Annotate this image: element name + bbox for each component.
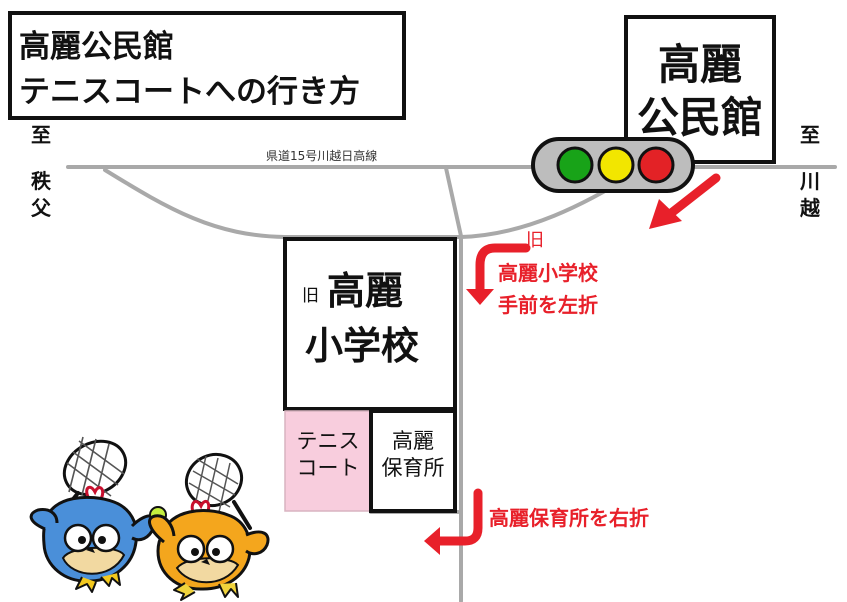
blue-mascot-racket-strings (66, 436, 125, 501)
diagonal-arrow-shaft (665, 173, 721, 219)
west-place-label-1: 秩 (31, 169, 52, 193)
nursery-line-2: 保育所 (382, 456, 445, 480)
tennis-court-area (284, 410, 372, 512)
orange-mascot-right-wing (245, 530, 270, 556)
east-place-label-2: 越 (799, 196, 821, 220)
right-turn-text: 高麗保育所を右折 (489, 506, 649, 530)
community-center-line-1: 高麗 (658, 40, 742, 89)
left-turn-arrow (466, 243, 531, 305)
orange-mascot-left-pupil (191, 548, 199, 556)
left-turn-line-2: 手前を左折 (498, 293, 598, 317)
orange-mascot-left-wing (148, 514, 176, 544)
tennis-court-line-1: テニス (297, 429, 360, 453)
nursery-box (369, 409, 457, 513)
diagonal-connector-road (444, 166, 463, 238)
right-turn-arrow-head (424, 527, 440, 555)
blue-mascot-right-eye (91, 523, 121, 553)
green-signal-light (556, 146, 594, 184)
west-to-label: 至 (31, 123, 51, 147)
title-box (8, 11, 406, 120)
orange-mascot-racket-handle (232, 500, 252, 530)
traffic-signal (531, 137, 695, 193)
blue-tennis-mascot (29, 436, 157, 593)
community-center-line-2: 公民館 (637, 93, 763, 142)
route-arrows (424, 173, 721, 555)
tennis-court-line-2: コート (297, 456, 360, 480)
school-line-1: 高麗 (327, 269, 403, 313)
destination-labels: 至 秩 父 至 川 越 (30, 123, 821, 220)
former-school-building: 旧 高麗 小学校 (283, 237, 457, 411)
diagonal-arrow (649, 173, 721, 229)
main-road-label: 県道15号川越日高線 (266, 148, 377, 163)
left-turn-prefix: 旧 (526, 230, 544, 251)
right-turn-arrow-shaft (435, 488, 483, 546)
orange-mascot-beak (201, 559, 210, 565)
orange-mascot-left-eye (176, 534, 206, 564)
west-place-label-2: 父 (30, 196, 52, 220)
title-line-2: テニスコートへの行き方 (19, 74, 360, 110)
orange-mascot-racket-strings (188, 455, 239, 513)
school-prefix: 旧 (302, 286, 319, 306)
school-line-2: 小学校 (305, 324, 419, 368)
red-signal-light (637, 146, 675, 184)
orange-mascot-right-eye (205, 534, 235, 564)
map-title: 高麗公民館 テニスコートへの行き方 (8, 11, 406, 120)
left-turn-arrow-shaft (475, 243, 531, 294)
diagonal-arrow-head (649, 199, 682, 229)
left-turn-line-1: 高麗小学校 (498, 261, 599, 285)
orange-tennis-mascot (148, 452, 270, 601)
east-place-label-1: 川 (799, 169, 820, 193)
blue-mascot-feet (75, 572, 121, 593)
left-turn-arrow-head (466, 289, 494, 305)
lower-buildings: テニス コート 高麗 保育所 (284, 409, 457, 513)
orange-mascot-right-pupil (212, 548, 220, 556)
orange-mascot-feet (173, 582, 239, 601)
blue-mascot-right-pupil (98, 536, 106, 544)
blue-mascot-left-pupil (78, 536, 86, 544)
blue-mascot-beak (86, 547, 95, 553)
route-directions: 旧 高麗小学校 手前を左折 高麗保育所を右折 (489, 230, 649, 530)
orange-mascot-racket-head (184, 452, 244, 508)
nursery-line-1: 高麗 (392, 429, 434, 453)
east-to-label: 至 (800, 123, 820, 147)
yellow-signal-light (597, 146, 635, 184)
blue-mascot-left-eye (63, 523, 93, 553)
title-line-1: 高麗公民館 (19, 29, 174, 65)
school-box (283, 237, 457, 411)
right-turn-arrow (424, 488, 483, 555)
blue-mascot-left-wing (29, 508, 59, 531)
